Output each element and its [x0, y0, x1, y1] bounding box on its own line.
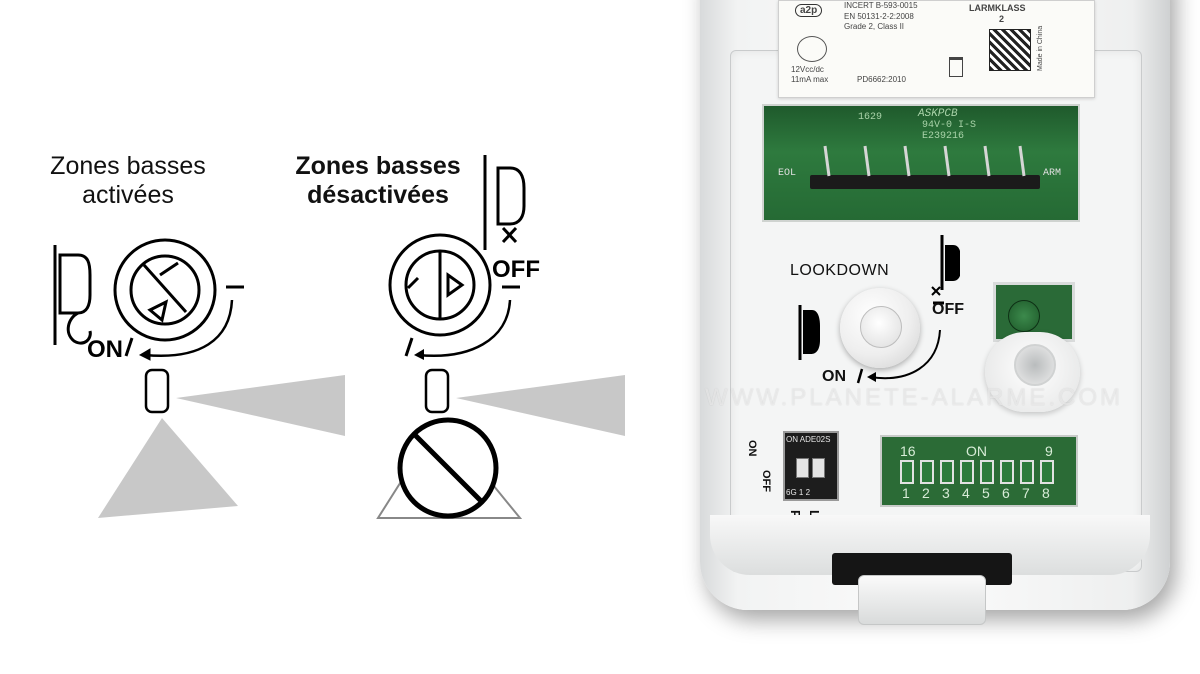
lookdown-label: LOOKDOWN — [790, 262, 890, 279]
beam-horizontal-left — [176, 375, 345, 436]
detector-small-icon-left — [144, 368, 170, 414]
sticker-standard: EN 50131-2-2:2008 — [844, 12, 914, 21]
dip-bank-left: 16 — [900, 443, 916, 459]
rotation-arrow-enabled — [144, 299, 234, 357]
mounting-hole — [1014, 344, 1056, 386]
disabled-caption: Zones basses désactivées — [295, 152, 461, 209]
dip-bank-switch-2[interactable] — [920, 460, 934, 484]
pcb-code: E239216 — [922, 131, 965, 142]
lookdown-markings — [798, 235, 960, 384]
circuit-board — [762, 104, 1080, 222]
power-line-2: 11mA max — [791, 75, 829, 84]
certification-sticker: a2p INCERT B-593-0015 EN 50131-2-2:2008 … — [778, 0, 1095, 98]
dip-bank-switch-3[interactable] — [940, 460, 954, 484]
pcb-arm: ARM — [1043, 168, 1062, 179]
dip-bank-switch-5[interactable] — [980, 460, 994, 484]
dip-bank-switch-1[interactable] — [900, 460, 914, 484]
off-label-right: OFF — [492, 256, 540, 283]
larmklass-grade: 2 — [999, 14, 1005, 24]
device-off-label: OFF — [932, 301, 964, 318]
sticker-cert: INCERT B-593-0015 — [844, 1, 918, 10]
beam-down-left — [98, 418, 238, 518]
pcb-num: 1629 — [858, 112, 883, 123]
made-in: Made in China — [1037, 25, 1044, 71]
qr-code-icon — [989, 29, 1031, 71]
dip-bank-num-1: 1 — [902, 485, 910, 501]
detector-small-icon-right — [424, 368, 450, 414]
prohibited-icon — [397, 417, 499, 519]
dip-bank-switch-6[interactable] — [1000, 460, 1014, 484]
dip-switch-1[interactable] — [796, 458, 809, 478]
dip-bank-num-5: 5 — [982, 485, 990, 501]
release-tab[interactable] — [858, 575, 986, 625]
larmklass: LARMKLASS — [969, 3, 1026, 13]
dip-small-on: ON — [746, 440, 758, 457]
dip-switch-small[interactable] — [783, 431, 839, 501]
weee-bin-icon — [949, 57, 963, 77]
dial-disabled-icon — [388, 233, 492, 337]
dip-bank-num-8: 8 — [1042, 485, 1050, 501]
dip-bank-num-3: 3 — [942, 485, 950, 501]
dip-bank-num-7: 7 — [1022, 485, 1030, 501]
diagram-graphics — [53, 155, 625, 519]
pd-standard: PD6662:2010 — [857, 75, 906, 84]
dip-bank-right: 9 — [1045, 443, 1053, 459]
dip-small-header: ON ADE02S — [786, 435, 831, 444]
a2p-logo: a2p — [795, 4, 823, 17]
beam-horizontal-right — [456, 375, 625, 436]
watermark: WWW.PLANETE-ALARME.COM — [705, 384, 1124, 411]
dip-bank-on: ON — [966, 443, 987, 459]
dip-small-off: OFF — [760, 470, 772, 492]
pir-sensor-knob — [1008, 300, 1040, 332]
detector-side-icon-left — [53, 245, 92, 345]
pcb-askpcb: ASKPCB — [918, 108, 958, 120]
dip-bank-switch-4[interactable] — [960, 460, 974, 484]
dial-enabled-icon — [113, 238, 217, 342]
terminal-pins — [823, 145, 1026, 177]
pcb-rating: 94V-0 I-S — [922, 120, 977, 131]
pcb-eol: EOL — [778, 168, 797, 179]
on-label-left: ON — [87, 336, 123, 363]
dip-bank-switch-8[interactable] — [1040, 460, 1054, 484]
dip-switch-2[interactable] — [812, 458, 825, 478]
sticker-grade: Grade 2, Class II — [844, 22, 905, 31]
device-on-label: ON — [822, 368, 846, 385]
lookdown-dial-center[interactable] — [860, 306, 902, 348]
compliance-logo-icon — [797, 36, 827, 62]
terminal-pin-row — [810, 175, 1040, 189]
power-line-1: 12Vcc/dc — [791, 65, 824, 74]
dip-small-bottom: 6G 1 2 — [786, 488, 811, 497]
dip-bank-switch-7[interactable] — [1020, 460, 1034, 484]
dip-bank-num-2: 2 — [922, 485, 930, 501]
dip-bank-num-6: 6 — [1002, 485, 1010, 501]
detector-side-icon-right — [483, 155, 526, 250]
enabled-caption: Zones basses activées — [50, 152, 206, 209]
dip-bank-num-4: 4 — [962, 485, 970, 501]
rotation-arrow-disabled — [417, 299, 512, 357]
